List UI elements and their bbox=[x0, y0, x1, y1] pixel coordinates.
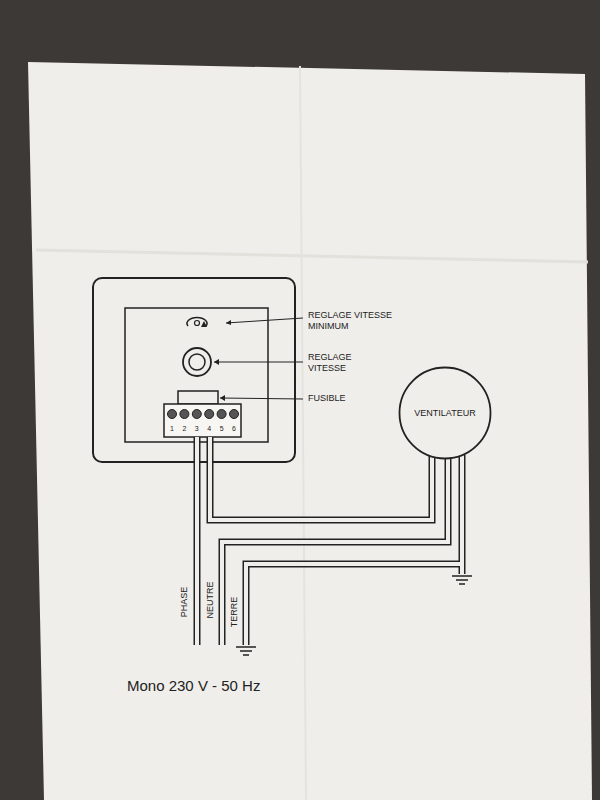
terminal-number: 1 bbox=[170, 424, 174, 433]
node-text: VENTILATEUR bbox=[414, 408, 475, 418]
terminal-number: 4 bbox=[207, 424, 211, 433]
ground-symbol bbox=[459, 583, 465, 585]
terminal-screw bbox=[217, 410, 226, 419]
leader-arrow bbox=[220, 395, 225, 401]
neutral-wire-core bbox=[222, 455, 448, 645]
callout-label: REGLAGE VITESSE bbox=[308, 352, 363, 374]
terminal-number: 5 bbox=[220, 424, 224, 433]
leader-line bbox=[214, 362, 303, 363]
ground-symbol bbox=[452, 575, 472, 577]
fan-circle: VENTILATEUR bbox=[398, 366, 492, 460]
leader-arrow bbox=[226, 320, 231, 325]
terminal-number: 2 bbox=[182, 424, 186, 433]
wire-label: PHASE bbox=[179, 586, 190, 619]
speed-knob-inner bbox=[189, 354, 205, 370]
terminal-screw bbox=[192, 410, 201, 419]
fuse-symbol bbox=[178, 391, 218, 404]
paper-sheet bbox=[28, 62, 592, 800]
phase-wire bbox=[194, 437, 201, 645]
ground-symbol bbox=[240, 650, 252, 652]
terminal-block bbox=[164, 404, 241, 437]
leader-line bbox=[220, 398, 303, 399]
trimmer-symbol bbox=[187, 317, 207, 326]
fan-outline bbox=[400, 368, 491, 459]
trimmer-center bbox=[195, 321, 200, 326]
motor-wire bbox=[210, 437, 432, 520]
wire-label: NEUTRE bbox=[204, 580, 215, 619]
fan-earth-wire-core bbox=[460, 455, 464, 574]
earth-wire bbox=[246, 564, 462, 645]
fan-earth-wire bbox=[459, 455, 466, 574]
ground-symbol bbox=[456, 579, 468, 581]
terminal-number: 3 bbox=[195, 424, 199, 433]
terminal-screw bbox=[180, 410, 189, 419]
speed-knob bbox=[183, 348, 211, 376]
terminal-number: 6 bbox=[232, 424, 236, 433]
caption: Mono 230 V - 50 Hz bbox=[127, 677, 260, 695]
terminal-screw bbox=[205, 410, 214, 419]
neutral-wire bbox=[222, 455, 448, 645]
leader-arrow bbox=[214, 359, 219, 365]
paper-fold bbox=[36, 250, 588, 262]
controller-plate bbox=[125, 308, 268, 442]
earth-wire-core bbox=[246, 564, 462, 645]
leader-line bbox=[226, 318, 303, 323]
paper-fold bbox=[300, 66, 306, 800]
phase-wire-core bbox=[195, 437, 199, 645]
controller-housing bbox=[93, 278, 295, 462]
callout-label: FUSIBLE bbox=[308, 393, 346, 404]
terminal-screw bbox=[168, 410, 177, 419]
ground-symbol bbox=[243, 654, 249, 656]
wire-label: TERRE bbox=[229, 596, 240, 629]
motor-wire-core bbox=[210, 437, 432, 520]
trimmer-arrow bbox=[201, 321, 207, 327]
ground-symbol bbox=[236, 646, 256, 648]
callout-label: REGLAGE VITESSE MINIMUM bbox=[308, 310, 408, 332]
terminal-screw bbox=[230, 410, 239, 419]
